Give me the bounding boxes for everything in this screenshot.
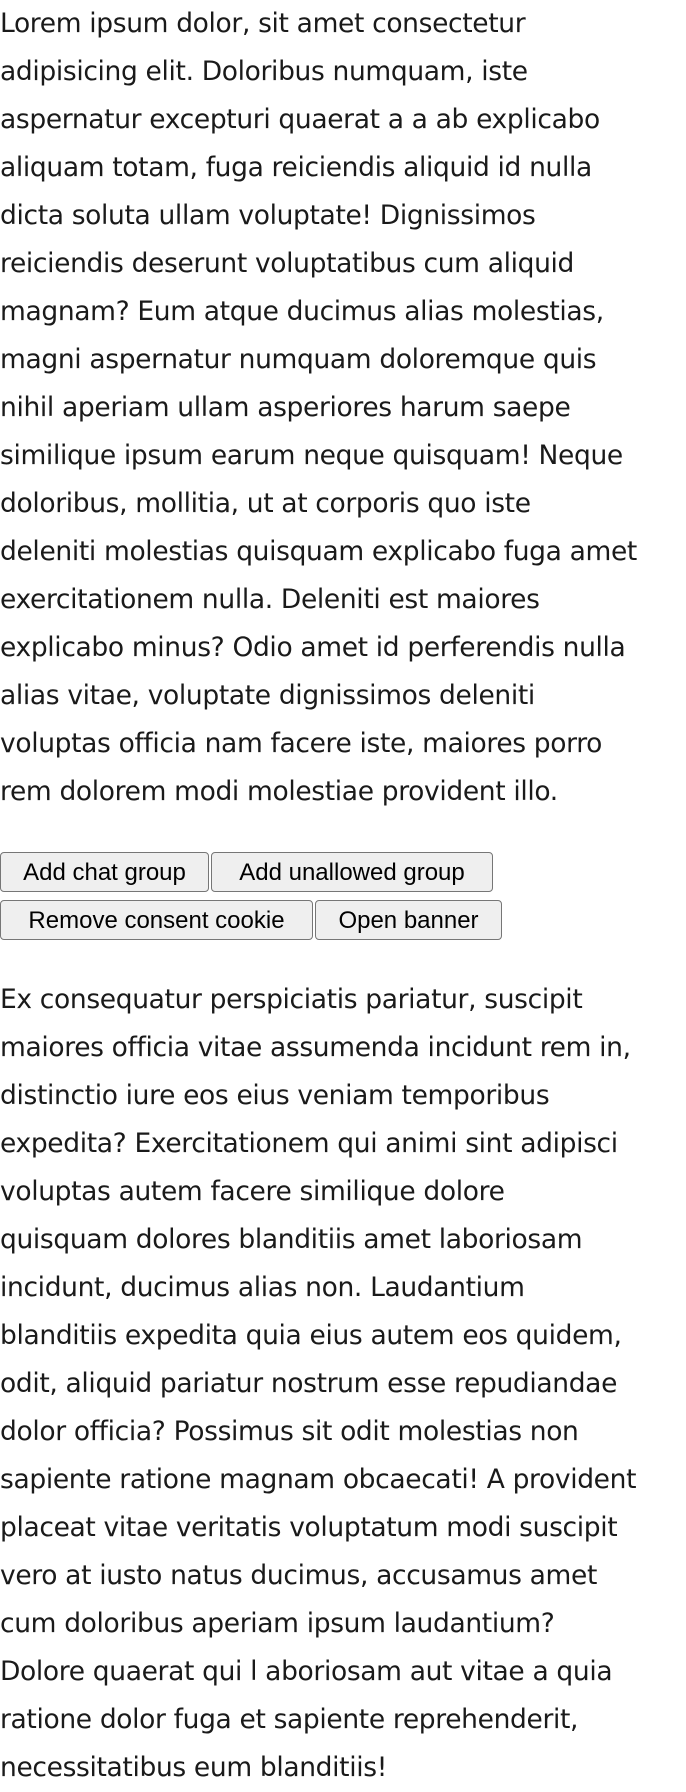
text-line: similique ipsum earum neque quisquam! Ne… (0, 440, 623, 471)
text-line: odit, aliquid pariatur nostrum esse repu… (0, 1368, 618, 1399)
text-line: aspernatur excepturi quaerat a a ab expl… (0, 104, 600, 135)
paragraph-outro: Ex consequatur perspiciatis pariatur, su… (0, 976, 686, 1792)
text-line: ratione dolor fuga et sapiente reprehend… (0, 1704, 579, 1735)
add-unallowed-group-button[interactable]: Add unallowed group (211, 852, 493, 892)
text-line: alias vitae, voluptate dignissimos delen… (0, 680, 535, 711)
text-line: quisquam dolores blanditiis amet laborio… (0, 1224, 583, 1255)
text-line: magnam? Eum atque ducimus alias molestia… (0, 296, 604, 327)
text-line: magni aspernatur numquam doloremque quis (0, 344, 597, 375)
button-row-consent: Remove consent cookie Open banner (0, 900, 502, 940)
text-line: rem dolorem modi molestiae provident ill… (0, 776, 558, 807)
text-line: sapiente ratione magnam obcaecati! A pro… (0, 1464, 637, 1495)
text-line: Lorem ipsum dolor, sit amet consectetur (0, 8, 526, 39)
text-line: adipisicing elit. Doloribus numquam, ist… (0, 56, 528, 87)
open-banner-button[interactable]: Open banner (315, 900, 502, 940)
text-line: voluptas autem facere similique dolore (0, 1176, 505, 1207)
text-line: maiores officia vitae assumenda incidunt… (0, 1032, 631, 1063)
text-line: vero at iusto natus ducimus, accusamus a… (0, 1560, 597, 1591)
text-line: placeat vitae veritatis voluptatum modi … (0, 1512, 618, 1543)
text-line: voluptas officia nam facere iste, maiore… (0, 728, 603, 759)
text-line: expedita? Exercitationem qui animi sint … (0, 1128, 618, 1159)
text-line: dolor officia? Possimus sit odit molesti… (0, 1416, 579, 1447)
paragraph-intro: Lorem ipsum dolor, sit amet consectetur … (0, 0, 686, 816)
text-line: explicabo minus? Odio amet id perferendi… (0, 632, 626, 663)
text-line: Dolore quaerat qui l aboriosam aut vitae… (0, 1656, 613, 1687)
text-line: reiciendis deserunt voluptatibus cum ali… (0, 248, 575, 279)
text-line: exercitationem nulla. Deleniti est maior… (0, 584, 540, 615)
text-line: incidunt, ducimus alias non. Laudantium (0, 1272, 525, 1303)
button-row-groups: Add chat group Add unallowed group (0, 852, 493, 892)
text-line: deleniti molestias quisquam explicabo fu… (0, 536, 637, 567)
text-line: doloribus, mollitia, ut at corporis quo … (0, 488, 531, 519)
text-line: Ex consequatur perspiciatis pariatur, su… (0, 984, 583, 1015)
add-chat-group-button[interactable]: Add chat group (0, 852, 209, 892)
text-line: necessitatibus eum blanditiis! (0, 1752, 387, 1783)
text-line: dicta soluta ullam voluptate! Dignissimo… (0, 200, 536, 231)
text-line: cum doloribus aperiam ipsum laudantium? (0, 1608, 555, 1639)
text-line: nihil aperiam ullam asperiores harum sae… (0, 392, 571, 423)
text-line: distinctio iure eos eius veniam temporib… (0, 1080, 550, 1111)
text-line: blanditiis expedita quia eius autem eos … (0, 1320, 622, 1351)
text-line: aliquam totam, fuga reiciendis aliquid i… (0, 152, 592, 183)
remove-consent-cookie-button[interactable]: Remove consent cookie (0, 900, 313, 940)
